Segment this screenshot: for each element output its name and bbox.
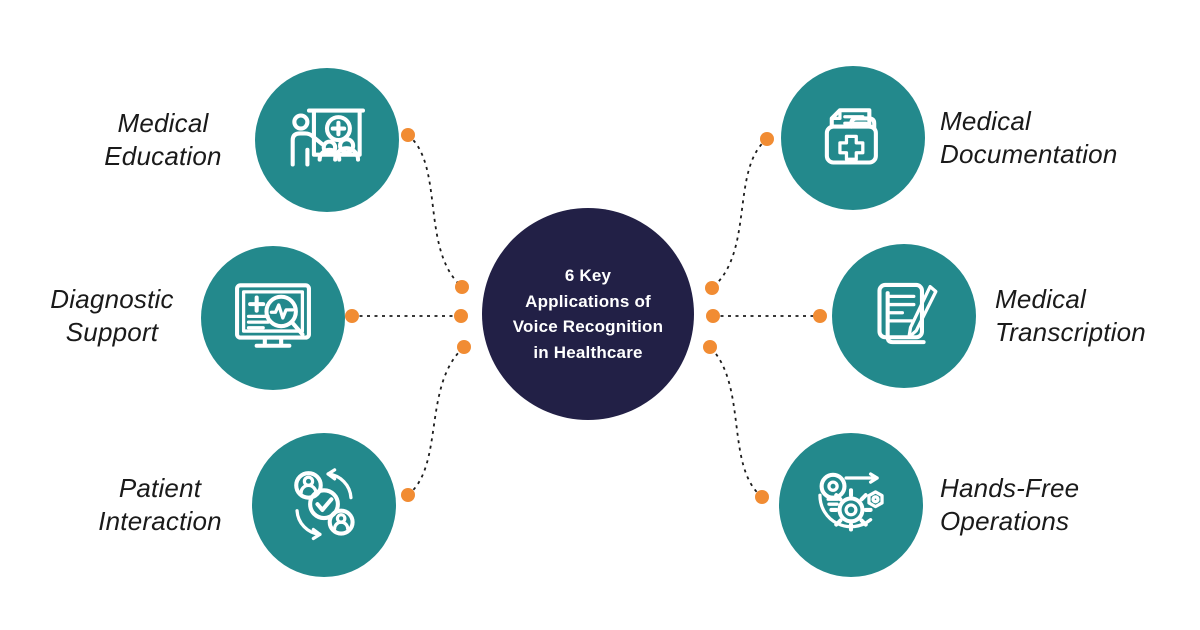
connector-dot — [454, 309, 468, 323]
connector-dot — [760, 132, 774, 146]
infographic-title: 6 Key Applications of Voice Recognition … — [512, 266, 664, 362]
connector-dot — [813, 309, 827, 323]
gear-lightbulb-icon — [818, 472, 884, 532]
label-hands-free-operations: Hands-Free Operations — [940, 473, 1080, 536]
document-pen-icon — [877, 282, 938, 345]
connector-dot — [345, 309, 359, 323]
folder-cross-icon — [824, 108, 878, 165]
connector-dot — [705, 281, 719, 295]
label-patient-interaction: Patient Interaction — [98, 473, 222, 536]
node-diagnostic-support — [201, 246, 345, 390]
label-diagnostic-support: Diagnostic Support — [50, 284, 174, 347]
connector-dot — [706, 309, 720, 323]
label-medical-transcription: Medical Transcription — [995, 284, 1146, 347]
connector-dot — [455, 280, 469, 294]
node-medical-documentation — [781, 66, 925, 210]
monitor-magnifier-icon — [235, 283, 311, 348]
connector-dot — [755, 490, 769, 504]
node-patient-interaction — [252, 433, 396, 577]
connector-medical-documentation — [711, 138, 768, 289]
connector-dot — [703, 340, 717, 354]
node-medical-transcription — [832, 244, 976, 388]
connector-dot — [401, 488, 415, 502]
connector-medical-education — [407, 134, 463, 288]
connector-patient-interaction — [407, 346, 465, 496]
node-medical-education — [255, 68, 399, 212]
center-hub-circle: 6 Key Applications of Voice Recognition … — [482, 208, 694, 420]
connector-dot — [401, 128, 415, 142]
label-medical-education: Medical Education — [104, 108, 222, 171]
node-hands-free-operations — [779, 433, 923, 577]
presentation-medical-icon — [290, 108, 365, 167]
label-medical-documentation: Medical Documentation — [940, 106, 1118, 169]
connector-dot — [457, 340, 471, 354]
connector-hands-free-operations — [709, 346, 763, 498]
people-sync-icon — [294, 468, 355, 541]
